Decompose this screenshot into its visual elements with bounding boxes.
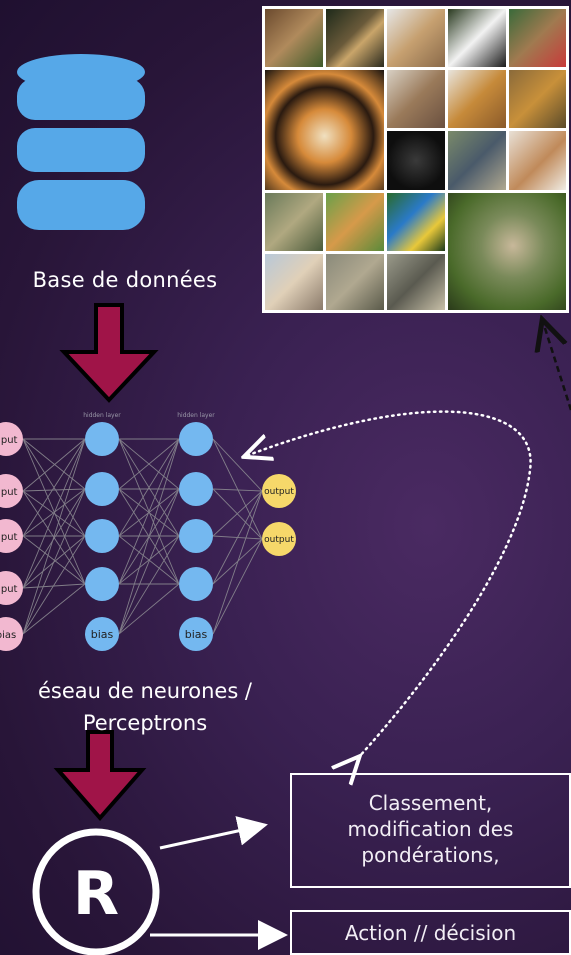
hidden-node <box>85 519 119 553</box>
svg-text:bias: bias <box>0 630 16 641</box>
svg-text:bias: bias <box>91 628 114 641</box>
hidden-node <box>179 567 213 601</box>
photo-bird <box>448 131 506 190</box>
output-node: output <box>262 474 296 508</box>
photo-tiger <box>265 70 384 190</box>
network-connection <box>22 583 86 589</box>
action-box: Action // décision <box>290 910 571 955</box>
layer-label: hidden layer <box>83 412 121 419</box>
network-label-line2: Perceptrons <box>82 711 208 735</box>
input-node: nput <box>0 571 23 605</box>
hidden-node <box>85 422 119 456</box>
network-connection <box>22 583 86 635</box>
network-label-line1: éseau de neurones / <box>37 679 253 703</box>
photo-black-dog <box>387 131 445 190</box>
hidden-node <box>179 472 213 506</box>
network-connection <box>22 438 86 585</box>
hidden-node <box>85 472 119 506</box>
network-connection <box>22 535 86 635</box>
database-icon <box>17 54 145 230</box>
network-connection <box>22 438 86 492</box>
svg-text:nput: nput <box>0 584 18 595</box>
photo-lion <box>509 70 566 128</box>
photo-running-dog <box>326 193 384 251</box>
svg-text:nput: nput <box>0 487 18 498</box>
output-node: output <box>262 522 296 556</box>
photos-dashed-arrow <box>543 322 571 411</box>
network-connection <box>22 488 86 589</box>
down-arrow-icon <box>53 730 147 822</box>
svg-text:output: output <box>264 487 294 497</box>
svg-text:nput: nput <box>0 532 18 543</box>
photo-monkey <box>265 9 323 67</box>
classement-line2: modification des <box>347 817 514 841</box>
database-label: Base de données <box>32 268 218 292</box>
svg-text:nput: nput <box>0 435 18 446</box>
photo-golden-retriever <box>448 70 506 128</box>
network-connection <box>22 488 86 492</box>
network-connection <box>22 488 86 635</box>
network-connection <box>212 538 263 635</box>
network-connection <box>22 535 86 585</box>
layer-label: hidden layer <box>177 412 215 419</box>
photo-parrot <box>387 193 445 251</box>
hidden-node <box>179 422 213 456</box>
feedback-dotted-arrow <box>246 410 532 758</box>
classement-line3: pondérations, <box>361 843 500 867</box>
network-connection <box>212 490 263 585</box>
classement-box: Classement, modification des pondération… <box>290 773 571 888</box>
photo-lizard <box>265 193 323 251</box>
hidden-node <box>179 519 213 553</box>
photo-elephant <box>387 254 445 310</box>
arrow-to-classement <box>159 816 268 850</box>
network-connections <box>22 438 263 635</box>
classement-line1: Classement, <box>368 791 493 815</box>
neural-network: hidden layer hidden layer nput nput nput… <box>0 412 296 651</box>
network-connection <box>118 535 180 585</box>
network-connection <box>22 438 86 635</box>
network-connection <box>22 438 86 490</box>
hidden-bias-node: bias <box>179 617 213 651</box>
network-connection <box>212 490 263 635</box>
network-label: éseau de neurones / Perceptrons <box>0 675 300 739</box>
input-bias-node: bias <box>0 617 23 651</box>
result-circle <box>32 828 160 955</box>
result-letter: R <box>72 859 120 929</box>
photo-squirrel <box>509 9 566 67</box>
network-connection <box>118 488 180 635</box>
hidden-node <box>85 567 119 601</box>
network-connection <box>118 583 180 635</box>
photo-deer <box>387 70 445 128</box>
photo-owl <box>326 9 384 67</box>
network-connection <box>118 438 180 585</box>
network-connection <box>118 535 180 635</box>
svg-text:bias: bias <box>185 628 208 641</box>
down-arrow-icon <box>59 303 159 403</box>
input-node: nput <box>0 422 23 456</box>
photo-leopard <box>326 254 384 310</box>
network-connection <box>118 438 180 635</box>
network-connection <box>212 438 263 492</box>
network-connection <box>118 438 180 490</box>
network-connection <box>22 438 86 589</box>
photo-chameleon <box>448 193 566 310</box>
network-connection <box>118 438 180 537</box>
network-connection <box>22 438 86 537</box>
animal-photo-collage <box>262 6 569 313</box>
photo-rabbit <box>448 9 506 67</box>
svg-text:output: output <box>264 535 294 545</box>
hidden-bias-node: bias <box>85 617 119 651</box>
photo-dogs <box>387 9 445 67</box>
photo-hamster <box>509 131 566 190</box>
input-node: nput <box>0 474 23 508</box>
input-node: nput <box>0 519 23 553</box>
photo-cat <box>265 254 323 310</box>
